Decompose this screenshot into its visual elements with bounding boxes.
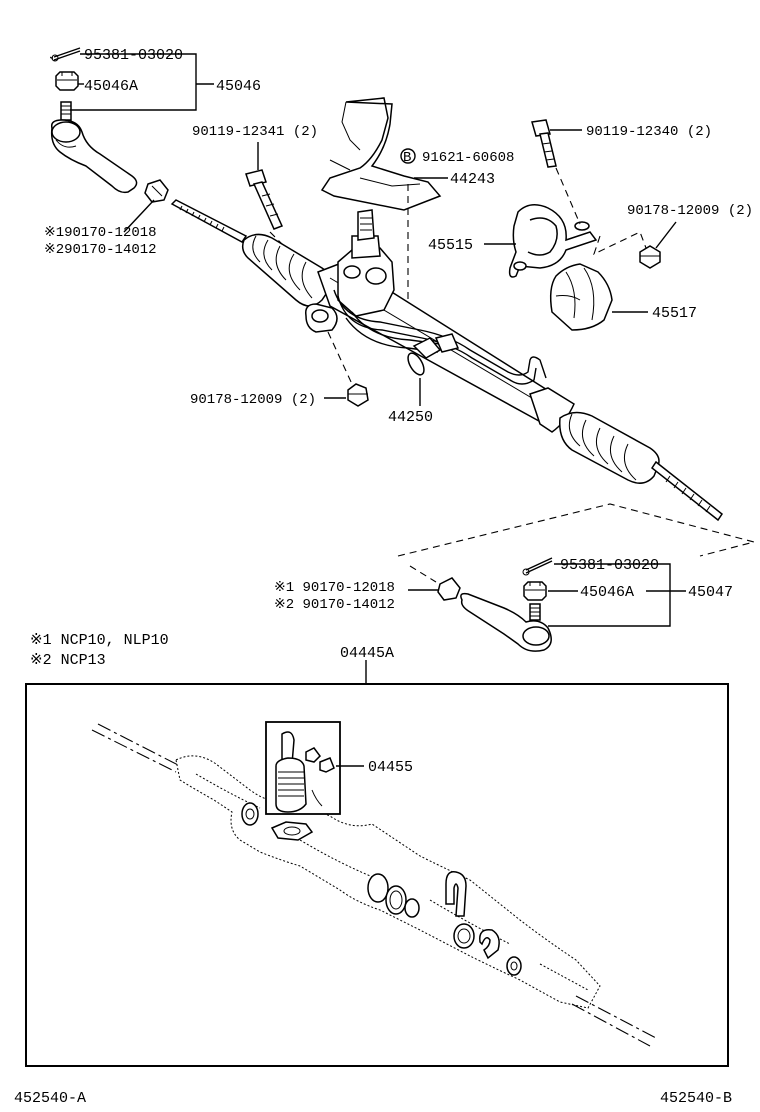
kit-o-rings-icon — [367, 873, 420, 918]
flange-bolt-2-icon — [531, 119, 557, 168]
castle-nut-left-icon — [55, 71, 79, 91]
kit-gasket-icon — [270, 821, 314, 841]
grommet-icon — [549, 263, 613, 331]
pinion-housing-icon — [337, 209, 395, 317]
kit-box: 04445A — [25, 645, 729, 1067]
tie-rod-end-right: 95381-03020 45046A 45047 ※1 90170-12018 … — [274, 503, 757, 652]
cotter-pin-left-icon — [50, 47, 81, 62]
kit-seal-left-icon — [241, 802, 259, 826]
nut-2-icon — [639, 245, 661, 269]
label-nut-2: 90178-12009 (2) — [627, 203, 753, 219]
ball-stud-left-icon — [60, 101, 72, 121]
label-grommet: 45517 — [652, 305, 697, 322]
bellows-boot-left-icon — [241, 233, 332, 307]
lock-nut-right-icon — [437, 577, 461, 601]
label-nut-4-alt-1: ※1 90170-12018 — [274, 580, 395, 596]
label-kit: 04445A — [340, 645, 394, 662]
label-gear-assy: 44250 — [388, 409, 433, 426]
footer-code-right: 452540-B — [660, 1090, 732, 1107]
rack-end-right-icon — [650, 460, 724, 522]
note-1: ※1 NCP10, NLP10 — [30, 632, 169, 649]
label-bolt-2: 90119-12340 (2) — [586, 124, 712, 140]
lock-nut-left-icon — [144, 179, 169, 203]
kit-sub-inset — [265, 721, 341, 815]
label-tie-rod-end-2: 45047 — [688, 584, 733, 601]
label-kit-sub: 04455 — [368, 759, 413, 776]
tie-rod-end-left: 95381-03020 45046A 45046 ※190170-12018 ※… — [44, 47, 261, 258]
nut-3-icon — [347, 383, 369, 407]
label-tie-rod-end-1: 45046 — [216, 78, 261, 95]
label-cotter-pin-1: 95381-03020 — [84, 47, 183, 64]
label-nut-1: 45046A — [84, 78, 138, 95]
flange-bolt-1-icon — [245, 169, 284, 230]
heat-shield-icon — [320, 97, 442, 211]
kit-frame — [25, 683, 729, 1067]
cotter-pin-right-icon — [522, 557, 553, 576]
label-nut-1-alt-2: ※290170-14012 — [44, 242, 157, 258]
label-nut-3: 90178-12009 (2) — [190, 392, 316, 408]
label-nut-4: 45046A — [580, 584, 634, 601]
mount-boss-left-icon — [304, 303, 338, 333]
label-bolt-2-code: 91621-60608 — [422, 150, 514, 166]
bracket-icon — [508, 204, 598, 278]
castle-nut-right-icon — [523, 581, 547, 601]
ball-stud-right-icon — [529, 603, 541, 621]
steering-gear-assembly: 90178-12009 (2) 44250 — [170, 199, 724, 522]
label-nut-1-alt-1: ※190170-12018 — [44, 225, 157, 241]
tie-rod-end-right-body-icon — [460, 592, 552, 652]
label-bolt-2-mark: B — [403, 150, 411, 166]
footer-code-left: 452540-A — [14, 1090, 86, 1107]
label-nut-4-alt-2: ※2 90170-14012 — [274, 597, 395, 613]
note-2: ※2 NCP13 — [30, 652, 106, 669]
label-bolt-1: 90119-12341 (2) — [192, 124, 318, 140]
tie-rod-end-left-body-icon — [50, 119, 138, 194]
label-cotter-pin-2: 95381-03020 — [560, 557, 659, 574]
rack-end-left-icon — [170, 199, 248, 243]
mark-b-icon — [400, 148, 416, 164]
bellows-boot-right-icon — [559, 411, 660, 484]
kit-seal-rings-right-icon — [453, 923, 522, 976]
label-bracket: 45515 — [428, 237, 473, 254]
label-shield: 44243 — [450, 171, 495, 188]
upper-fastener-group: 90119-12341 (2) 44243 90119-12340 (2) B … — [192, 97, 753, 331]
